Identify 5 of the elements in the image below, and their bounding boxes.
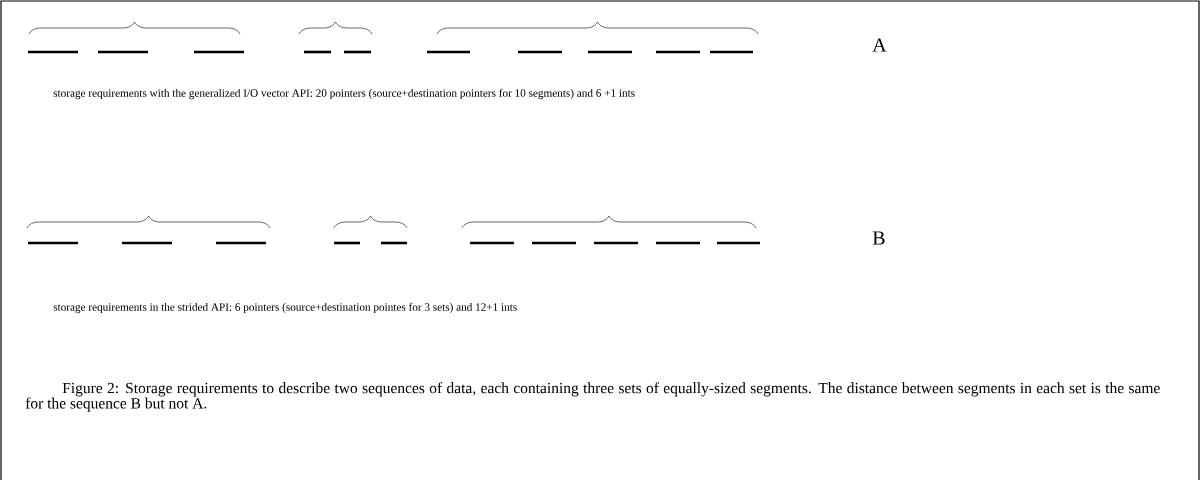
sequence-label: B <box>872 231 885 245</box>
sequence-label: A <box>872 38 887 52</box>
caption: Figure 2: Storage requirements to describe two sequences of data, each containing three sets of equally-sized segments. The distance between segments in each set is the same for the sequence B but not A. <box>25 382 1160 412</box>
description-text: storage requirements with the generalized I/O vector API: 20 pointers (source+destination pointers for 10 segments) and 6 +1 ints <box>53 88 635 100</box>
description-text: storage requirements in the strided API: 6 pointers (source+destination pointes for 3 sets) and 12+1 ints <box>53 302 517 314</box>
